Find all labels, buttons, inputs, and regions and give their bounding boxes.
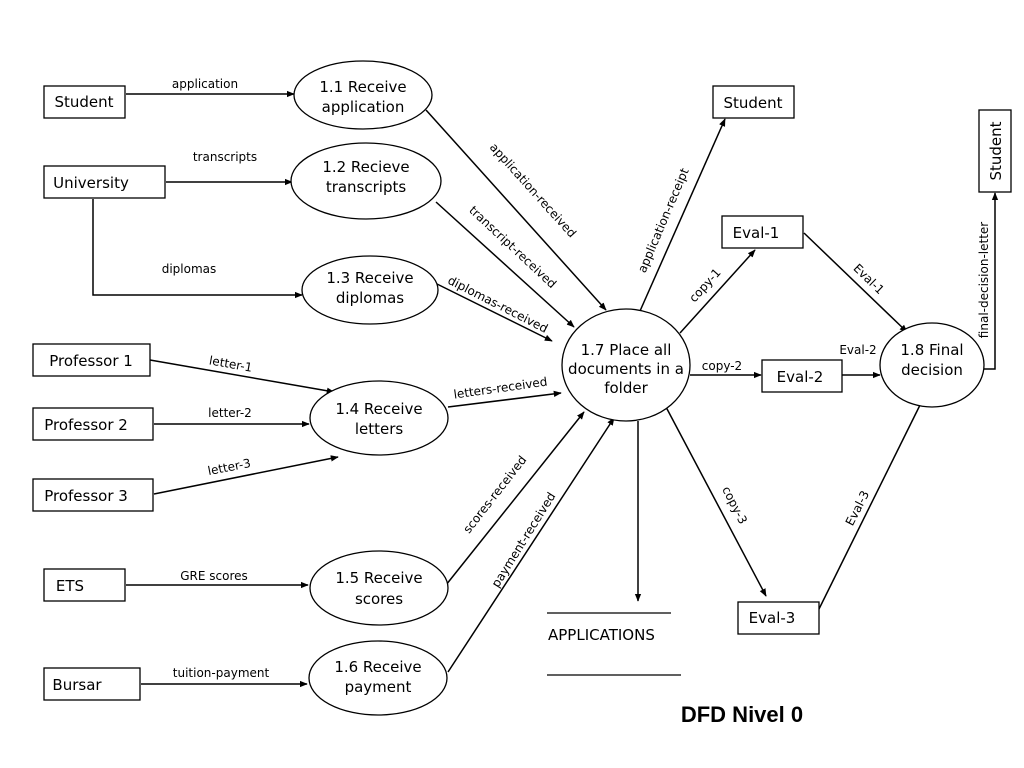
entity-university: University [43,165,166,199]
process-label-line: diplomas [336,289,404,307]
flow-label-transcripts: transcripts [193,150,257,164]
entity-student-final: Student [978,109,1012,193]
entity-student-receipt: Student [712,85,795,119]
flow-label-eval-2: Eval-2 [839,343,876,357]
process-label-line: 1.7 Place all [581,341,672,359]
process-1-5: 1.5 Receive scores [309,550,449,626]
process-label-line: payment [345,678,412,696]
flow-label-letters-received: letters-received [453,375,549,402]
flow-label-application: application [172,77,238,91]
entity-professor-2: Professor 2 [32,407,154,441]
entity-label: Student [54,93,113,111]
entity-professor-3: Professor 3 [32,478,154,512]
entity-label: Student [723,94,782,112]
flow-label-payment-received: payment-received [489,490,559,590]
flow-label-copy-2: copy-2 [702,359,742,373]
entity-label: Professor 3 [44,487,128,505]
process-1-3: 1.3 Receive diplomas [301,255,439,325]
flow-line-eval-1 [803,232,908,333]
entity-eval-2: Eval-2 [761,359,843,393]
flow-line-copy-1 [679,249,756,334]
flow-label-diplomas: diplomas [162,262,217,276]
flow-line-diplomas-received [436,283,553,342]
process-label-line: 1.8 Final [900,341,963,359]
entity-label: Student [987,121,1005,180]
process-label-line: 1.1 Receive [319,78,406,96]
entity-eval-3: Eval-3 [737,601,820,635]
entity-ets: ETS [43,568,126,602]
flow-line-eval-3 [818,396,925,610]
flow-label-final-decision-letter: final-decision-letter [977,222,991,338]
flow-line-letter-3 [153,455,339,495]
data-store-applications: APPLICATIONS [547,612,681,676]
process-label-line: 1.2 Recieve [322,158,409,176]
flow-label-letter-2: letter-2 [208,406,252,420]
flow-line-transcript-received [435,201,575,328]
entity-label: ETS [56,577,84,595]
process-1-6: 1.6 Receive payment [308,640,448,716]
entity-eval-1: Eval-1 [721,215,804,249]
process-label-line: folder [604,379,648,397]
flow-label-copy-3: copy-3 [719,484,750,526]
flow-line-letters-received [447,390,562,408]
process-label-line: 1.4 Receive [335,400,422,418]
process-label-line: 1.3 Receive [326,269,413,287]
entity-professor-1: Professor 1 [32,343,151,377]
flow-line-application-received [425,109,607,311]
process-label-line: transcripts [326,178,407,196]
flow-label-eval-3: Eval-3 [843,488,872,528]
process-1-2: 1.2 Recieve transcripts [290,142,442,220]
flow-line-copy-3 [665,406,767,597]
flow-line-scores-received [445,411,585,586]
entity-label: Professor 1 [49,352,133,370]
entity-label: Bursar [52,676,102,694]
flow-line-diplomas [92,199,303,299]
flow-label-diplomas-received: diplomas-received [445,273,550,336]
process-label-line: 1.5 Receive [335,569,422,587]
flow-label-copy-1: copy-1 [686,266,723,305]
process-label-line: decision [901,361,963,379]
process-label-line: 1.6 Receive [334,658,421,676]
flow-label-tuition-payment: tuition-payment [173,666,270,680]
process-label-line: letters [355,420,404,438]
entity-student-applicant: Student [43,85,126,119]
process-label-line: documents in a [568,360,684,378]
entity-label: University [53,174,129,192]
process-1-8: 1.8 Final decision [879,322,985,408]
data-store-label: APPLICATIONS [548,626,655,644]
flow-label-gre-scores: GRE scores [180,569,248,583]
flow-line-application-receipt [639,118,726,312]
flow-line-final-decision-letter [983,192,999,370]
flow-line-letter-1 [149,359,335,394]
flow-label-eval-1: Eval-1 [850,261,887,297]
entity-bursar: Bursar [43,667,141,701]
diagram-title: DFD Nivel 0 [681,702,803,727]
process-1-1: 1.1 Receive application [293,60,433,130]
flow-label-letter-3: letter-3 [206,456,252,478]
process-label-line: application [322,98,405,116]
entity-label: Eval-3 [749,609,796,627]
entity-label: Professor 2 [44,416,128,434]
entity-label: Eval-2 [777,368,824,386]
process-label-line: scores [355,590,403,608]
flow-label-transcript-received: transcript-received [466,203,559,291]
process-1-7: 1.7 Place all documents in a folder [561,308,691,422]
entity-label: Eval-1 [733,224,780,242]
process-1-4: 1.4 Receive letters [309,380,449,456]
flow-line-payment-received [447,417,615,673]
